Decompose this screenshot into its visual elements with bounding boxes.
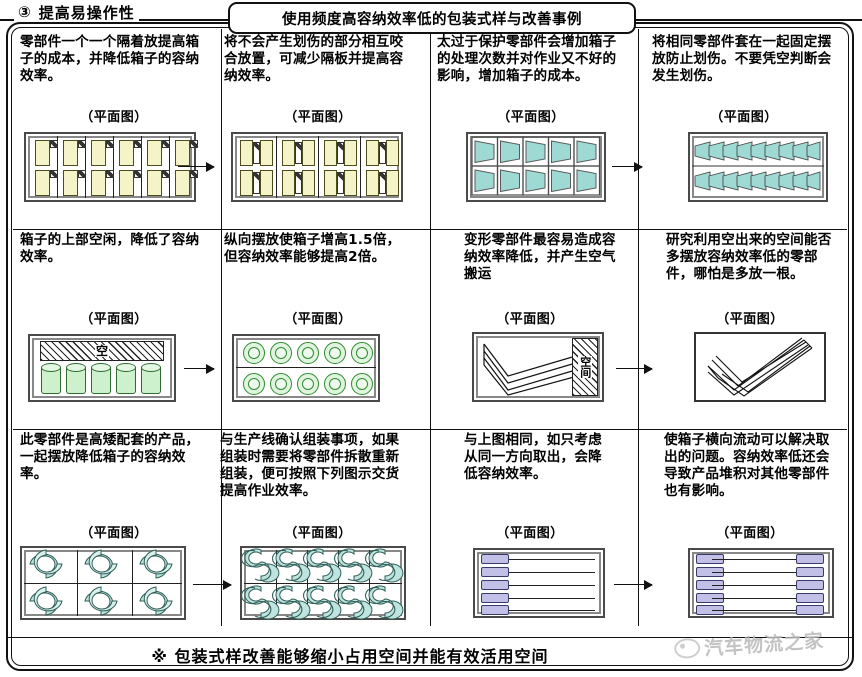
diagram-teal-trapezoids-nested — [688, 132, 828, 202]
arrow-r3-left — [193, 580, 232, 590]
cell-r2c1-text: 箱子的上部空闲，降低了容纳效率。 — [20, 232, 200, 265]
arrow-r1-right — [612, 162, 643, 172]
diagram-green-cylinders-standing: 空 — [28, 334, 176, 402]
diagram-s-rings-nested — [240, 546, 406, 620]
cell-r2c2-text: 纵向摆放使箱子增高1.5倍，但容纳效率能够提高2倍。 — [224, 232, 401, 265]
cell-r1c2-plan-label: （平面图） — [284, 110, 352, 125]
cell-r1c4-plan-label: （平面图） — [710, 110, 778, 125]
footer-note: ※ 包装式样改善能够缩小占用空间并能有效活用空间 — [151, 647, 549, 666]
watermark-text: 汽车物流之家 — [703, 629, 825, 660]
footer-divider-rule — [6, 637, 854, 638]
diagram-bent-parts-interleaved — [694, 332, 826, 402]
cell-r1c2-text: 将不会产生划伤的部分相互咬合放置，可减少隔板并提高容纳效率。 — [224, 34, 404, 84]
section-title: 提高易操作性 — [38, 3, 135, 22]
cell-r1c3-plan-label: （平面图） — [497, 110, 565, 125]
grid-hline-1 — [13, 229, 847, 230]
cell-r2c4-plan-label: （平面图） — [716, 312, 784, 327]
watermark-logo-icon — [673, 637, 701, 660]
diagram-yellow-parts-divided — [24, 132, 198, 202]
cell-r3c3-text: 与上图相同，如只考虑从同一方向取出，会降低容纳效率。 — [464, 432, 602, 482]
grid-vline-r2-a — [221, 229, 222, 429]
cell-r3c2-plan-label: （平面图） — [284, 526, 352, 541]
diagram-purple-rods-two-sides — [688, 548, 834, 618]
arrow-r2-left — [184, 364, 215, 374]
diagram-bent-parts-aligned: 空间 — [472, 332, 604, 402]
content-grid — [13, 27, 847, 626]
cell-r1c1-plan-label: （平面图） — [80, 110, 148, 125]
cell-r2c4-text: 研究利用空出来的空间能否多摆放容纳效率低的零部件，哪怕是多放一根。 — [666, 232, 832, 282]
cell-r1c1-text: 零部件一个一个隔着放提高箱子的成本，并降低箱子的容纳效率。 — [20, 34, 200, 84]
cell-r2c3-text: 变形零部件最容易造成容纳效率降低，并产生空气搬运 — [464, 232, 616, 282]
diagram-yellow-parts-interlocked — [231, 132, 403, 202]
grid-vline-r2-b — [638, 229, 639, 429]
diagram-c-rings-paired — [20, 546, 186, 620]
cell-r1c3-text: 太过于保护零部件会增加箱子的处理次数并对作业又不好的影响，增加箱子的成本。 — [437, 34, 617, 84]
grid-vline-r3-a — [221, 429, 222, 626]
arrow-r1-left — [178, 162, 215, 172]
section-number: ③ — [18, 2, 32, 21]
cell-r1c4-text: 将相同零部件套在一起固定摆放防止划伤。不要凭空判断会发生划伤。 — [652, 34, 832, 84]
grid-vline-r3-b — [638, 429, 639, 626]
cell-r3c2-text: 与生产线确认组装事项，如果组装时需要将零部件拆散重新组装，便可按照下列图示交货提… — [220, 432, 400, 499]
grid-hline-2 — [13, 429, 847, 430]
main-title-box: 使用频度高容纳效率低的包装式样与改善事例 — [228, 2, 636, 34]
arrow-r3-right — [614, 580, 653, 590]
cell-r3c4-plan-label: （平面图） — [716, 526, 784, 541]
diagram-teal-trapezoids-divided — [466, 132, 606, 202]
grid-vline-center — [430, 27, 431, 626]
cell-r2c2-plan-label: （平面图） — [284, 312, 352, 327]
main-title: 使用频度高容纳效率低的包装式样与改善事例 — [282, 11, 582, 28]
cell-r3c1-plan-label: （平面图） — [80, 526, 148, 541]
grid-vline-r1-b — [638, 29, 639, 229]
empty-space-block: 空 — [40, 341, 164, 361]
grid-vline-r1-a — [221, 29, 222, 229]
cell-r3c3-plan-label: （平面图） — [496, 526, 564, 541]
section-heading: ③ 提高易操作性 — [14, 2, 139, 22]
empty-space-block-vertical: 空间 — [572, 338, 598, 396]
diagram-purple-rods-one-side — [473, 548, 605, 618]
cell-r3c4-text: 使箱子横向流动可以解决取出的问题。容纳效率低还会导致产品堆积对其他零部件也有影响… — [664, 432, 830, 499]
arrow-r2-right — [616, 364, 653, 374]
diagram-green-rings-grid — [232, 334, 380, 402]
cell-r2c3-plan-label: （平面图） — [496, 312, 564, 327]
cell-r2c1-plan-label: （平面图） — [80, 312, 148, 327]
cell-r3c1-text: 此零部件是高矮配套的产品，一起摆放降低箱子的容纳效率。 — [20, 432, 200, 482]
